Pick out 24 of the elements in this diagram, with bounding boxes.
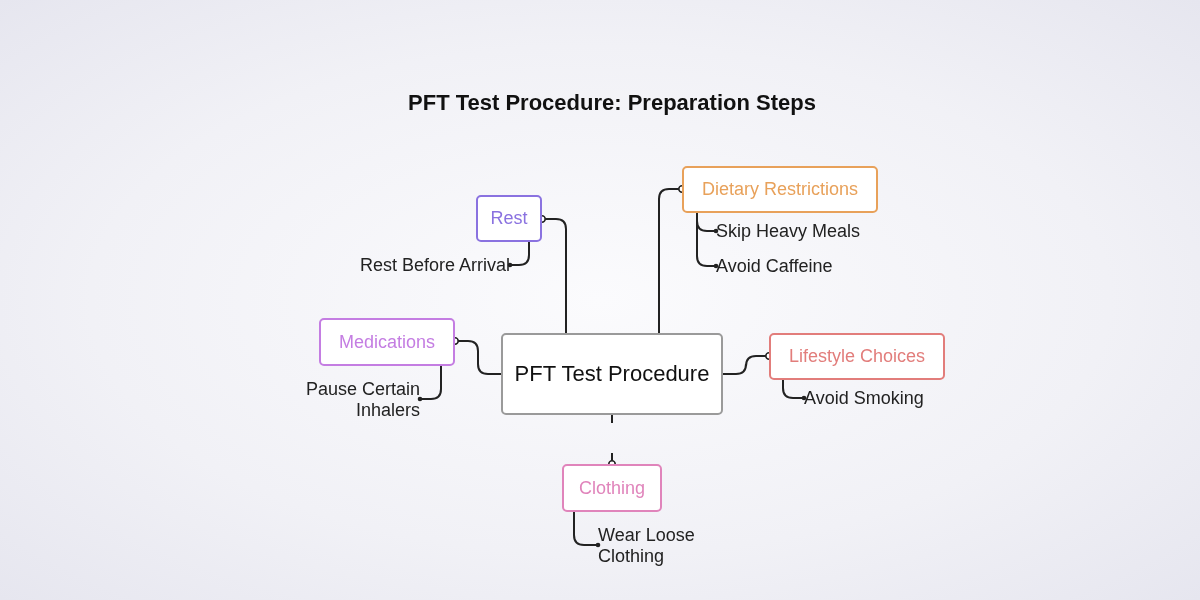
- step-text: Rest Before Arrival: [330, 252, 510, 278]
- category-box: [769, 333, 945, 380]
- connector: [782, 379, 807, 401]
- category-box: [319, 318, 455, 366]
- connector: [696, 212, 719, 269]
- topic-label: PFT Test Procedure: [514, 359, 710, 388]
- connector: [507, 241, 530, 268]
- category-box: [476, 195, 542, 242]
- central-topic-box: [501, 333, 723, 415]
- category-box: [682, 166, 878, 213]
- connector: [417, 365, 442, 402]
- step-text: Avoid Caffeine: [716, 253, 866, 279]
- category-label: Lifestyle Choices: [788, 346, 926, 367]
- category-label: Medications: [338, 331, 435, 353]
- step-text: Avoid Smoking: [804, 385, 954, 411]
- category-box: [562, 464, 662, 512]
- category-label: Dietary Restrictions: [701, 179, 858, 200]
- step-text: Wear Loose Clothing: [598, 522, 728, 570]
- category-label: Rest: [490, 208, 528, 229]
- connector: [573, 511, 601, 548]
- step-text: Skip Heavy Meals: [716, 218, 886, 244]
- category-label: Clothing: [578, 477, 645, 499]
- diagram-title: PFT Test Procedure: Preparation Steps: [407, 90, 817, 116]
- step-text: Pause Certain Inhalers: [280, 376, 420, 424]
